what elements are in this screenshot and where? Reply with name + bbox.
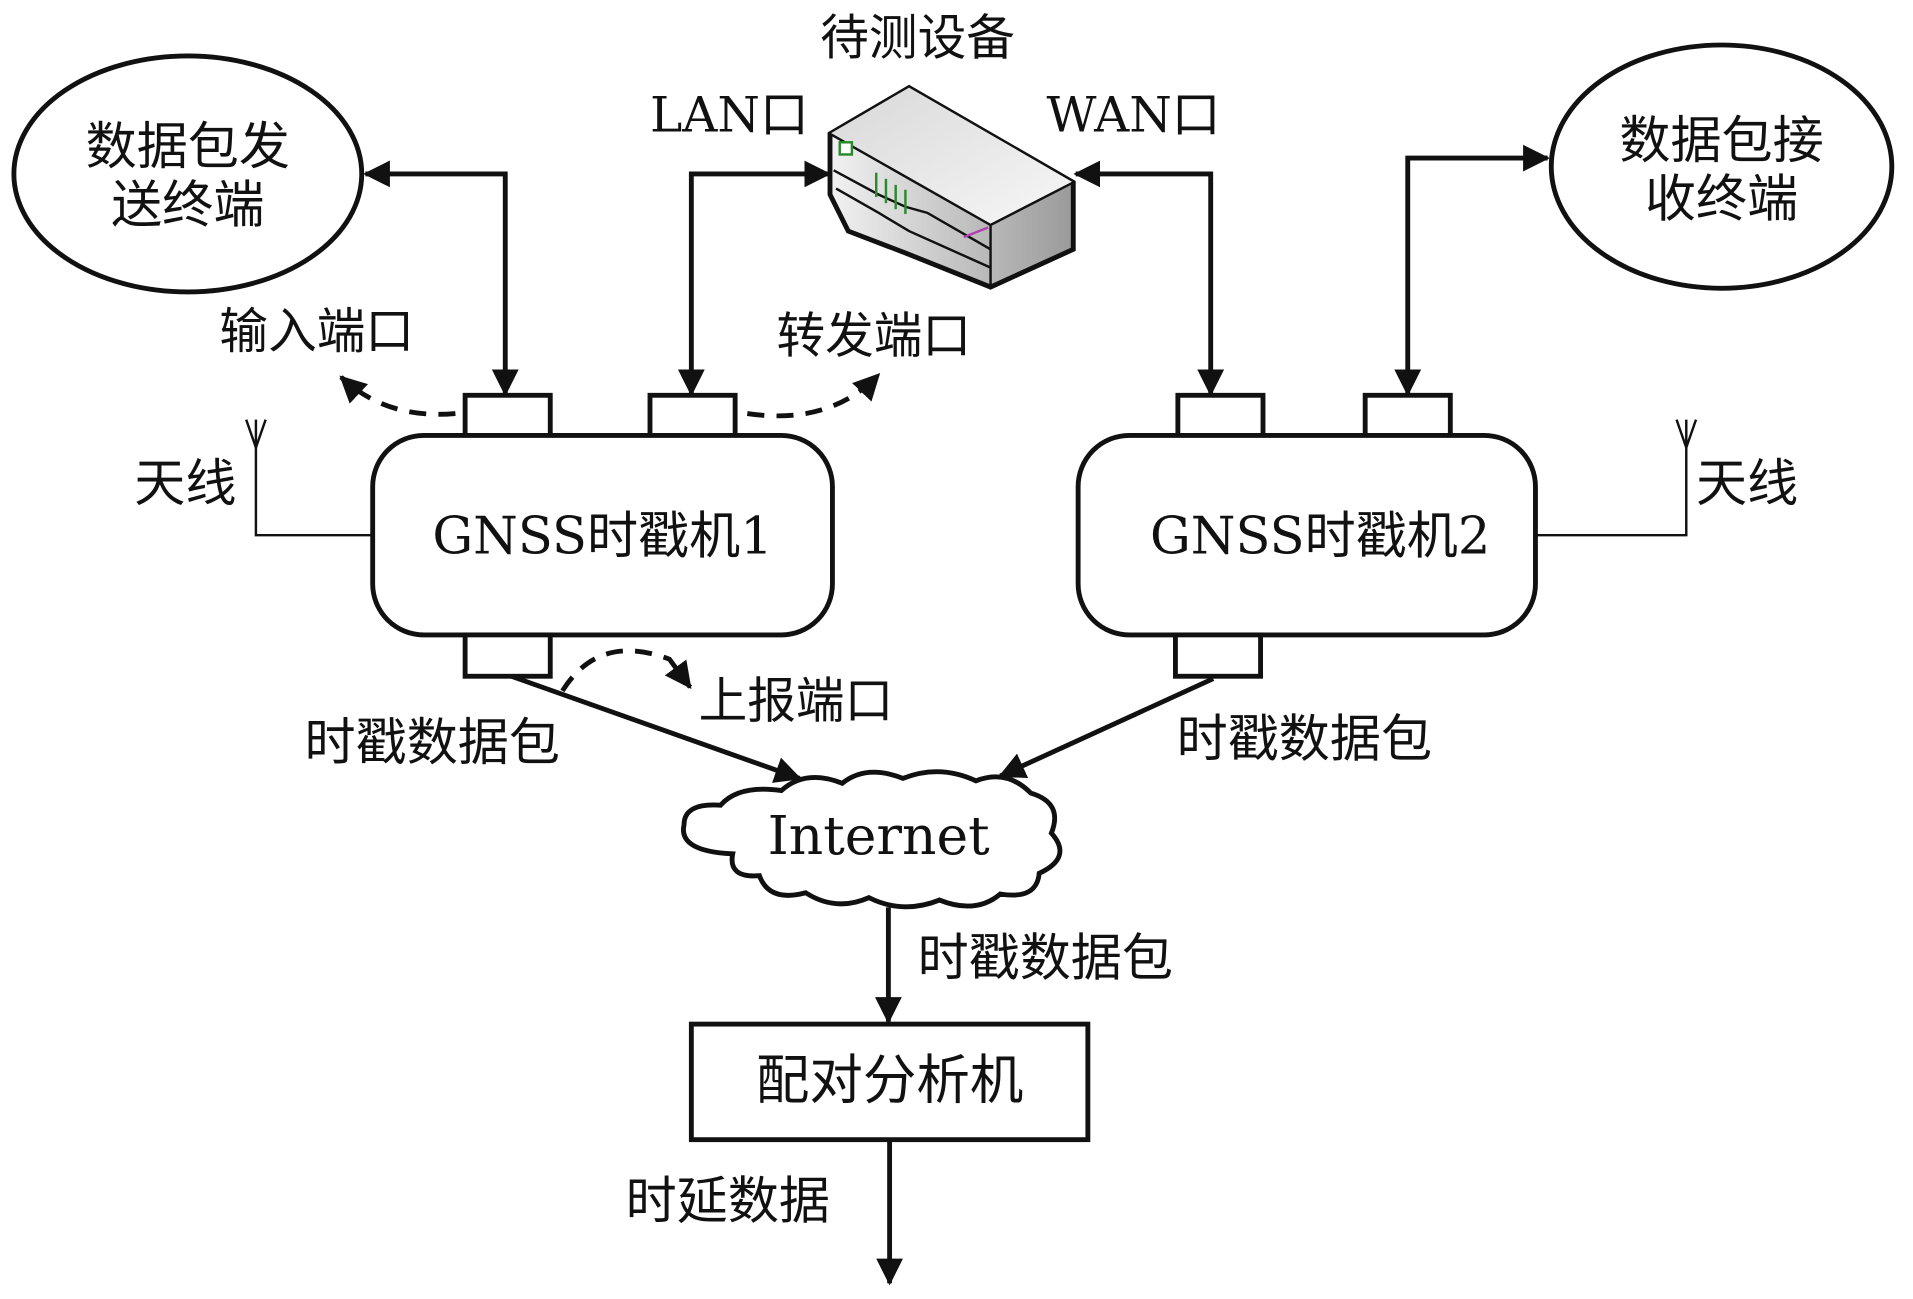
forward-lan-link (677, 160, 832, 397)
input-port-label: 输入端口 (219, 304, 414, 360)
input-port-dashed-arrow (339, 375, 456, 417)
timestamper-1-label: GNSS时戳机1 (432, 507, 772, 566)
antenna-1-icon (245, 419, 373, 537)
internet-packet-label: 时戳数据包 (918, 929, 1173, 988)
internet-label: Internet (768, 804, 990, 867)
report-port-dashed-arrow (560, 648, 693, 693)
receiver-label-line1: 数据包接 (1619, 112, 1823, 171)
sender-terminal (11, 53, 365, 295)
timestamper-2-label: GNSS时戳机2 (1150, 507, 1490, 566)
ts1-packet-label: 时戳数据包 (305, 714, 560, 773)
receiver-terminal (1548, 42, 1895, 291)
pairing-analyzer (688, 1021, 1091, 1143)
ts2-to-internet-arrow (998, 676, 1215, 779)
antenna-1-label: 天线 (134, 455, 236, 514)
sender-label-line1: 数据包发 (86, 118, 290, 177)
lan-port-label: LAN口 (650, 87, 809, 143)
sender-label-line2: 送终端 (111, 177, 264, 236)
wan-link (1073, 160, 1225, 397)
ts2-wan-port (1175, 392, 1266, 440)
ts1-report-port (462, 632, 553, 679)
antenna-2-icon (1535, 419, 1698, 537)
report-port-label: 上报端口 (699, 674, 894, 730)
ts1-to-internet-arrow (510, 673, 802, 783)
forward-port-label: 转发端口 (776, 309, 971, 365)
receiver-link (1394, 144, 1550, 397)
ts1-input-port (462, 392, 553, 440)
ts1-forward-port (647, 392, 738, 440)
receiver-label-line2: 收终端 (1645, 171, 1798, 230)
ts2-report-port (1173, 632, 1264, 679)
internet-cloud-icon (681, 769, 1063, 910)
analyzer-label: 配对分析机 (756, 1048, 1024, 1111)
router-device-icon (827, 84, 1076, 290)
ts2-packet-label: 时戳数据包 (1177, 711, 1432, 770)
ts2-receiver-port (1362, 392, 1453, 440)
device-under-test-title: 待测设备 (820, 11, 1015, 67)
forward-port-dashed-arrow (746, 372, 881, 419)
delay-data-label: 时延数据 (626, 1173, 830, 1232)
wan-port-label: WAN口 (1047, 87, 1221, 143)
antenna-2-label: 天线 (1696, 455, 1798, 514)
sender-input-link (363, 160, 519, 397)
